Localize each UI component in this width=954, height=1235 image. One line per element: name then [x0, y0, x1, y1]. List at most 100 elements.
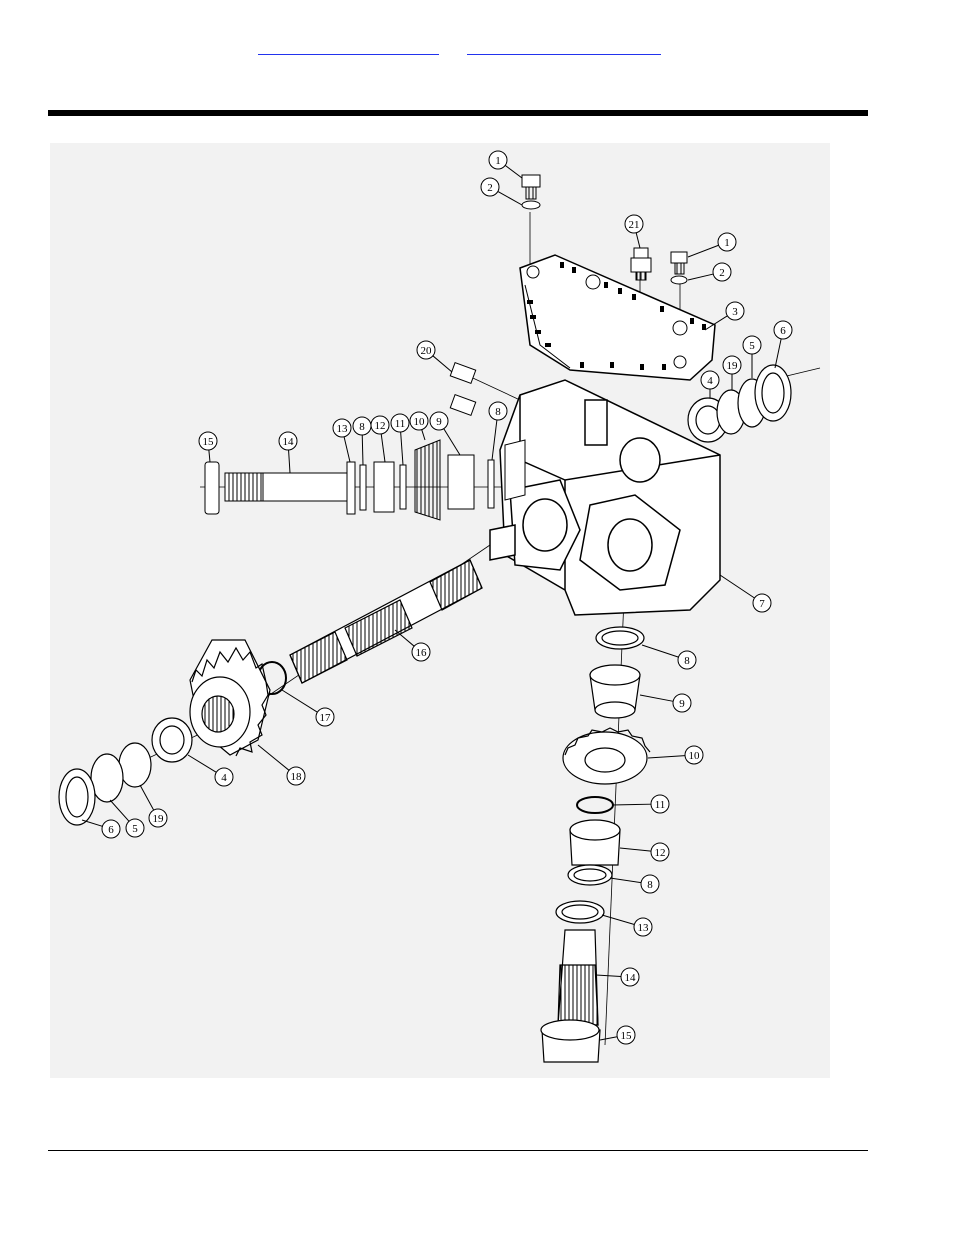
callout-leader — [647, 755, 686, 759]
callout-c1a: 1 — [488, 150, 523, 179]
vertical-stack — [540, 626, 651, 1063]
callout-leader — [774, 338, 782, 369]
callout-bubble — [370, 415, 390, 435]
callout-bubble — [488, 150, 508, 170]
ring-5b — [90, 753, 124, 803]
callout-number: 5 — [132, 823, 138, 835]
callout-bubble — [672, 693, 692, 713]
callout-leader — [635, 232, 641, 249]
callout-c21: 21 — [624, 214, 644, 249]
callout-leader — [611, 803, 652, 806]
callout-c12b: 12 — [619, 842, 670, 862]
screws-20 — [449, 362, 477, 416]
callout-c2a: 2 — [480, 177, 523, 206]
callout-leader — [208, 449, 211, 463]
callout-number: 14 — [283, 436, 295, 448]
shim-19b — [118, 742, 152, 788]
callout-bubble — [677, 650, 697, 670]
long-shaft-16 — [289, 559, 483, 684]
callout-leader — [497, 190, 523, 206]
callout-c14b: 14 — [595, 967, 640, 987]
callout-c5a: 5 — [742, 335, 762, 378]
callout-c4b: 4 — [187, 754, 234, 787]
callout-leader — [601, 914, 635, 925]
top-rule — [48, 110, 868, 116]
callout-number: 12 — [375, 420, 386, 432]
callout-bubble — [278, 431, 298, 451]
callout-bubble — [198, 431, 218, 451]
callout-leader — [343, 436, 351, 463]
callout-number: 4 — [221, 772, 227, 784]
callout-c3: 3 — [704, 301, 745, 331]
callout-leader — [81, 819, 103, 827]
callout-bubble — [650, 794, 670, 814]
gearbox-housing-7 — [489, 379, 721, 616]
header-link-1[interactable] — [258, 38, 439, 55]
callout-leader — [187, 754, 217, 773]
callout-c15a: 15 — [198, 431, 218, 463]
callout-c4a: 4 — [700, 370, 720, 398]
callout-c7: 7 — [719, 574, 772, 613]
callout-c8d: 8 — [609, 874, 660, 894]
callout-number: 1 — [724, 237, 730, 249]
callout-leader — [704, 315, 728, 331]
callout-bubble — [101, 819, 121, 839]
callout-leader — [687, 273, 714, 281]
upper-shaft-group — [204, 439, 526, 521]
callout-c6a: 6 — [773, 320, 793, 369]
callout-c5b: 5 — [109, 799, 145, 838]
callout-number: 2 — [719, 267, 725, 279]
callout-number: 3 — [732, 306, 738, 318]
callout-number: 11 — [655, 799, 666, 811]
callout-c19a: 19 — [722, 355, 742, 390]
callout-number: 13 — [638, 922, 650, 934]
callout-leader — [599, 1036, 618, 1041]
callout-c17: 17 — [281, 689, 335, 727]
header-link-2[interactable] — [467, 38, 661, 55]
left-seal-group — [58, 717, 193, 826]
callout-bubble — [633, 917, 653, 937]
callout-number: 5 — [749, 340, 755, 352]
callout-leader — [432, 355, 453, 373]
callout-bubble — [480, 177, 500, 197]
callout-c20: 20 — [416, 340, 453, 373]
callout-bubble — [429, 411, 449, 431]
callout-bubble — [624, 214, 644, 234]
callout-bubble — [315, 707, 335, 727]
callout-number: 2 — [487, 182, 493, 194]
callout-number: 20 — [421, 345, 433, 357]
callout-number: 15 — [621, 1030, 633, 1042]
callout-bubble — [620, 967, 640, 987]
callout-leader — [421, 429, 426, 441]
right-seal-group — [687, 364, 792, 443]
cup-12a — [373, 461, 395, 513]
callout-number: 14 — [625, 972, 637, 984]
callout-c8a: 8 — [352, 416, 372, 466]
callout-leader — [139, 784, 155, 811]
callout-leader — [719, 574, 755, 599]
callout-bubble — [286, 766, 306, 786]
callout-c15b: 15 — [599, 1025, 636, 1045]
breather-21 — [630, 247, 652, 281]
callout-bubble — [409, 411, 429, 431]
callout-number: 1 — [495, 155, 501, 167]
washer-2a — [521, 200, 541, 210]
callout-number: 18 — [291, 771, 303, 783]
callout-bubble — [411, 642, 431, 662]
callout-leader — [687, 244, 719, 258]
callout-leader — [281, 689, 318, 713]
washer-8a — [359, 464, 367, 511]
bolt-1a — [521, 174, 541, 200]
seal-15a — [204, 461, 220, 515]
callout-number: 12 — [655, 847, 666, 859]
washer-2b — [670, 275, 688, 285]
callout-c14a: 14 — [278, 431, 298, 474]
ring-11a — [399, 464, 407, 510]
callout-bubble — [712, 262, 732, 282]
callout-number: 6 — [780, 325, 786, 337]
callout-number: 16 — [416, 647, 428, 659]
callout-number: 8 — [647, 879, 653, 891]
callout-number: 19 — [153, 813, 165, 825]
callout-leader — [361, 434, 364, 466]
